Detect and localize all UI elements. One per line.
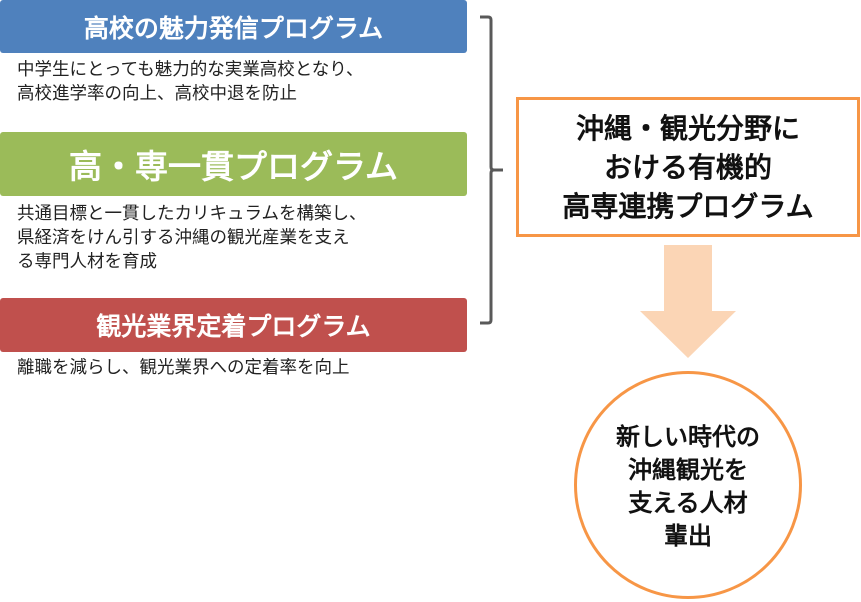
program-header-retention: 観光業界定着プログラム	[0, 298, 467, 352]
program-title: 高・専一貫プログラム	[68, 147, 398, 186]
program-title: 観光業界定着プログラム	[96, 312, 371, 341]
program-description-retention: 離職を減らし、観光業界への定着率を向上	[17, 358, 350, 378]
program-header-school-appeal: 高校の魅力発信プログラム	[0, 0, 467, 53]
collaboration-program-label: 沖縄・観光分野に おける有機的 高専連携プログラム	[562, 111, 814, 223]
outcome-circle: 新しい時代の 沖縄観光を 支える人材 輩出	[574, 371, 802, 599]
program-description-school-appeal: 中学生にとっても魅力的な実業高校となり、 高校進学率の向上、高校中退を防止	[17, 60, 364, 104]
down-arrow-icon	[640, 245, 736, 358]
outcome-label: 新しい時代の 沖縄観光を 支える人材 輩出	[616, 423, 760, 550]
collaboration-program-box: 沖縄・観光分野に おける有機的 高専連携プログラム	[516, 97, 860, 237]
program-header-integrated: 高・専一貫プログラム	[0, 132, 467, 196]
program-title: 高校の魅力発信プログラム	[83, 13, 384, 43]
right-curly-bracket	[480, 15, 503, 325]
program-description-integrated: 共通目標と一貫したカリキュラムを構築し、 県経済をけん引する沖縄の観光産業を支え…	[17, 204, 367, 272]
